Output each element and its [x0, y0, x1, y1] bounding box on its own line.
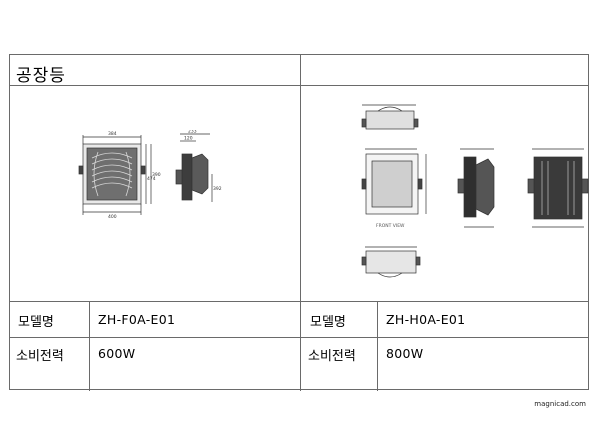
product-2-model-label: 모델명 [310, 315, 346, 330]
center-divider [300, 55, 301, 391]
product-2-power-label: 소비전력 [308, 349, 356, 364]
page-title: 공장등 [16, 66, 66, 86]
model-row-divider [10, 337, 588, 338]
left-label-divider [89, 301, 90, 391]
product-1-model-label: 모델명 [18, 315, 54, 330]
dim-label: 384 [108, 131, 117, 137]
dim-label: 392 [213, 186, 222, 192]
right-label-divider [377, 301, 378, 391]
product-1-model-value: ZH-F0A-E01 [98, 312, 176, 327]
dim-label: 400 [108, 214, 117, 220]
front-view-label: FRONT VIEW [376, 223, 405, 229]
product-1-power-label: 소비전력 [16, 349, 64, 364]
product-2-model-value: ZH-H0A-E01 [386, 312, 466, 327]
product-1-drawing: 384 233 120 390 474 392 400 [78, 130, 222, 220]
product-1-power-value: 600W [98, 346, 136, 361]
product-2-drawing: FRONT VIEW [361, 104, 589, 278]
dim-label: 474 [147, 176, 156, 182]
dim-label: 390 [152, 172, 161, 178]
spec-sheet: 공장등 [9, 54, 589, 391]
dim-label: 120 [184, 136, 193, 142]
title-row-divider [10, 85, 588, 86]
drawing-row-divider [10, 301, 588, 302]
product-2-power-value: 800W [386, 346, 424, 361]
footer-watermark: magnicad.com [534, 400, 586, 408]
dim-label: 233 [188, 130, 197, 135]
